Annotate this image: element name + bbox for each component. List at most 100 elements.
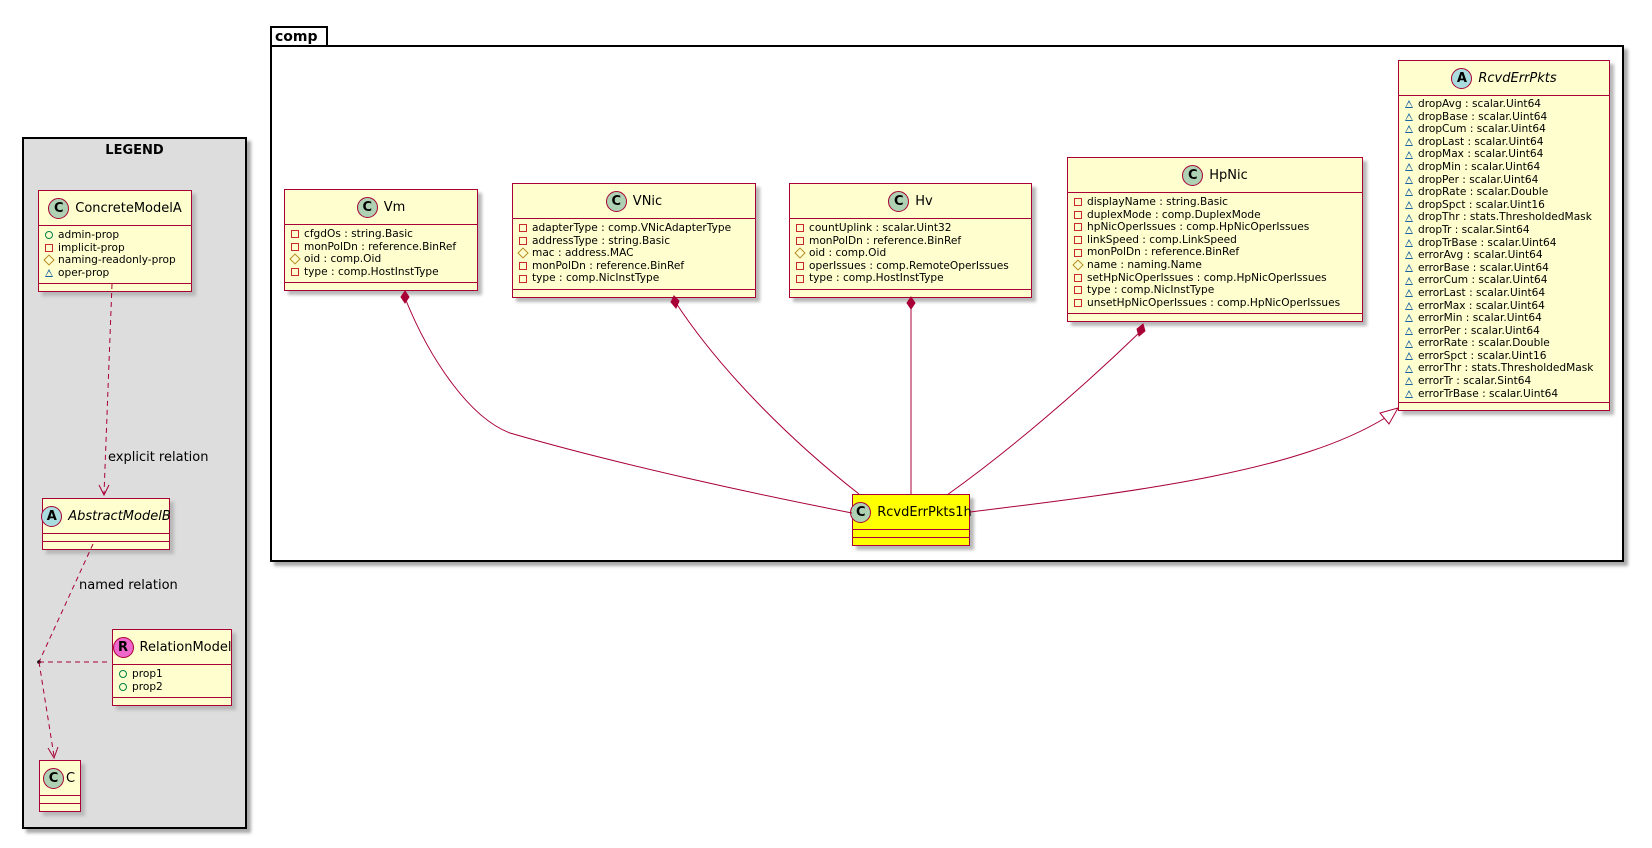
attribute-text: dropCum : scalar.Uint64 — [1418, 123, 1546, 136]
private-visibility-icon — [796, 274, 804, 283]
class-badge-icon: C — [356, 196, 378, 218]
attribute-text: admin-prop — [58, 229, 120, 241]
package-visibility-icon — [1405, 377, 1413, 386]
attribute-text: oid : comp.Oid — [304, 253, 382, 266]
private-visibility-icon — [1074, 248, 1082, 257]
named-relation-to-c-line — [38, 661, 55, 757]
attribute-row: oid : comp.Oid — [794, 247, 1025, 260]
attribute-text: unsetHpNicOperIssues : comp.HpNicOperIss… — [1087, 296, 1341, 309]
attribute-row: errorAvg : scalar.Uint64 — [1405, 249, 1603, 262]
attribute-row: unsetHpNicOperIssues : comp.HpNicOperIss… — [1074, 297, 1356, 310]
class-name: Vm — [383, 199, 406, 215]
class-rcvd-err-pkts-1h[interactable]: C RcvdErrPkts1h — [850, 494, 972, 546]
package-visibility-icon — [1405, 364, 1413, 373]
package-visibility-icon — [1405, 301, 1413, 310]
attribute-text: dropTr : scalar.Sint64 — [1418, 223, 1530, 236]
attribute-text: dropBase : scalar.Uint64 — [1418, 110, 1548, 123]
attribute-row: errorTr : scalar.Sint64 — [1405, 375, 1603, 388]
attribute-row: errorSpct : scalar.Uint16 — [1405, 350, 1603, 363]
class-badge-icon: A — [1451, 67, 1473, 89]
private-visibility-icon — [1074, 299, 1082, 308]
attribute-row: dropPer : scalar.Uint64 — [1405, 174, 1603, 187]
class-methods-compartment — [285, 282, 477, 290]
attribute-text: hpNicOperIssues : comp.HpNicOperIssues — [1087, 221, 1310, 234]
class-name: ConcreteModelA — [75, 200, 182, 216]
explicit-relation-arrowhead — [98, 484, 110, 497]
class-badge-icon: C — [48, 197, 70, 219]
attribute-text: errorTrBase : scalar.Uint64 — [1418, 387, 1559, 400]
attribute-text: naming-readonly-prop — [58, 254, 176, 267]
class-name: VNic — [632, 193, 663, 209]
private-visibility-icon — [1074, 286, 1082, 295]
class-badge-icon: C — [888, 190, 910, 212]
attribute-row: duplexMode : comp.DuplexMode — [1074, 209, 1356, 222]
class-name: HpNic — [1209, 167, 1248, 183]
attribute-row: prop1 — [119, 668, 225, 681]
attribute-text: dropRate : scalar.Double — [1418, 186, 1549, 199]
attribute-text: monPolDn : reference.BinRef — [809, 234, 962, 247]
attribute-row: monPolDn : reference.BinRef — [796, 235, 1025, 248]
private-visibility-icon — [796, 224, 804, 233]
package-name: comp — [275, 29, 318, 45]
private-visibility-icon — [519, 262, 527, 271]
attribute-row: adapterType : comp.VNicAdapterType — [519, 222, 749, 235]
package-visibility-icon — [1405, 251, 1413, 260]
private-visibility-icon — [291, 242, 299, 251]
attribute-row: errorLast : scalar.Uint64 — [1405, 287, 1603, 300]
public-visibility-icon — [45, 231, 53, 240]
public-visibility-icon — [119, 682, 127, 691]
attribute-row: admin-prop — [45, 229, 185, 242]
attribute-text: type : comp.HostInstType — [304, 265, 439, 278]
package-visibility-icon — [1405, 314, 1413, 323]
attribute-row: dropCum : scalar.Uint64 — [1405, 123, 1603, 136]
class-name: Hv — [915, 193, 933, 209]
composition-hpnic-line — [946, 331, 1141, 496]
attribute-row: dropAvg : scalar.Uint64 — [1405, 98, 1603, 111]
attribute-row: type : comp.NicInstType — [1074, 284, 1356, 297]
package-visibility-icon — [1405, 150, 1413, 159]
attribute-text: oid : comp.Oid — [809, 247, 887, 260]
package-visibility-icon — [1405, 138, 1413, 147]
attribute-text: errorCum : scalar.Uint64 — [1418, 274, 1548, 287]
attribute-text: errorAvg : scalar.Uint64 — [1418, 249, 1543, 262]
attribute-text: dropPer : scalar.Uint64 — [1418, 173, 1539, 186]
class-methods-compartment — [790, 288, 1031, 297]
attribute-text: prop2 — [132, 680, 163, 693]
package-visibility-icon — [1405, 264, 1413, 273]
class-abstract-model-b[interactable]: A AbstractModelB — [41, 498, 171, 550]
composition-vnic-line — [675, 302, 860, 495]
private-visibility-icon — [519, 236, 527, 245]
private-visibility-icon — [1074, 273, 1082, 282]
legend-title: LEGEND — [105, 143, 164, 158]
named-relation-label: named relation — [79, 578, 178, 593]
class-vnic[interactable]: C VNic adapterType : comp.VNicAdapterTyp… — [512, 183, 756, 298]
generalization-arrowhead — [1379, 407, 1400, 425]
attribute-row: dropBase : scalar.Uint64 — [1405, 111, 1603, 124]
package-tab[interactable]: comp — [270, 26, 328, 46]
attribute-text: monPolDn : reference.BinRef — [532, 259, 685, 272]
class-c[interactable]: C C — [39, 760, 81, 812]
named-relation-arrowhead — [47, 746, 59, 760]
attribute-row: errorMax : scalar.Uint64 — [1405, 300, 1603, 313]
attribute-row: errorPer : scalar.Uint64 — [1405, 325, 1603, 338]
attribute-text: dropTrBase : scalar.Uint64 — [1418, 236, 1557, 249]
class-badge-icon: C — [1182, 164, 1204, 186]
class-methods-compartment — [513, 288, 755, 297]
attribute-text: duplexMode : comp.DuplexMode — [1087, 208, 1261, 221]
class-name: C — [66, 770, 76, 786]
attribute-text: oper-prop — [58, 266, 110, 279]
attribute-row: errorTrBase : scalar.Uint64 — [1405, 388, 1603, 401]
class-name: RcvdErrPkts — [1478, 70, 1557, 86]
